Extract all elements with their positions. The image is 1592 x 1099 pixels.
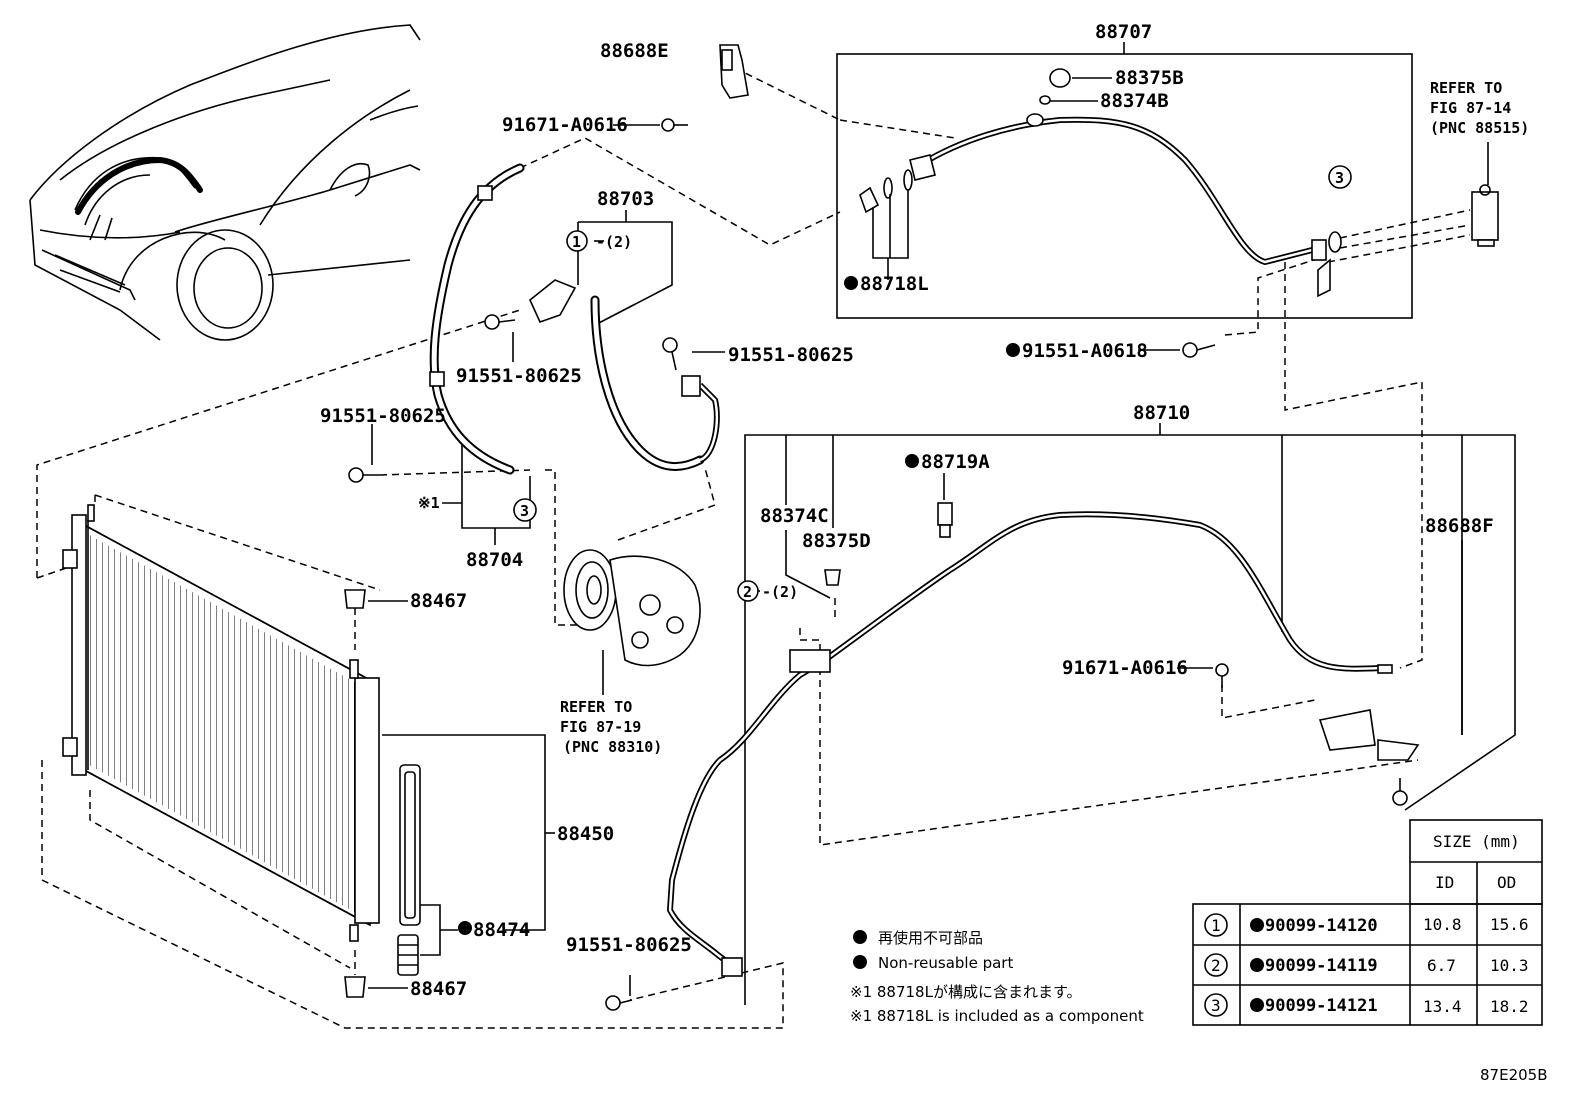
bolt-91551-a0618 [1182, 342, 1216, 358]
nonreusable-mark [905, 454, 919, 468]
ref-87-19-line2: FIG 87-19 [560, 718, 641, 736]
bolt-91551-c [348, 467, 380, 483]
legend: 再使用不可部品 Non-reusable part ※1 88718Lが構成に含… [850, 929, 1144, 1025]
label-88375D: 88375D [802, 530, 871, 552]
legend-jp-nonreusable: 再使用不可部品 [878, 929, 983, 947]
size-table-col-od: OD [1497, 873, 1516, 892]
ref-87-19-line1: REFER TO [560, 698, 632, 716]
label-91551-c: 91551-80625 [320, 405, 446, 427]
label-88703: 88703 [597, 188, 654, 210]
callout-2-qty: -(2) [762, 583, 798, 601]
suction-hose-88704 [429, 163, 525, 475]
size-table-od: 15.6 [1490, 915, 1529, 934]
size-table-id: 13.4 [1423, 997, 1462, 1016]
receiver-parts [344, 589, 421, 998]
size-table-title: SIZE (mm) [1433, 832, 1520, 851]
expansion-valve [1471, 184, 1499, 247]
legend-jp-component: ※1 88718Lが構成に含まれます。 [850, 983, 1081, 1001]
callout-3-top: 3 [1335, 169, 1344, 187]
size-table-key: 1 [1211, 916, 1221, 935]
size-table-part: 90099-14119 [1265, 956, 1378, 976]
size-table: SIZE (mm) ID OD 1 90099-14120 10.8 15.6 … [1192, 819, 1543, 1026]
label-88704: 88704 [466, 549, 523, 571]
ref-87-14-line2: FIG 87-14 [1430, 99, 1511, 117]
label-88374C: 88374C [760, 505, 829, 527]
dashed-reference-lines [36, 67, 1471, 1029]
label-88474: 88474 [473, 919, 530, 941]
callout-1-qty: -(2) [596, 233, 632, 251]
condenser-assembly [62, 504, 380, 942]
bolt-88710-bracket [1392, 778, 1408, 806]
ref-87-14-line3: (PNC 88515) [1430, 119, 1529, 137]
label-91671-top: 91671-A0616 [502, 114, 628, 136]
nonreusable-mark [1006, 343, 1020, 357]
discharge-hose-88703 [529, 279, 720, 472]
legend-en-nonreusable: Non-reusable part [878, 954, 1013, 972]
leader-lines [368, 42, 1516, 1005]
size-table-part: 90099-14121 [1265, 996, 1378, 1016]
size-table-key: 2 [1211, 956, 1221, 975]
nonreusable-mark [458, 921, 472, 935]
size-table-id: 6.7 [1427, 956, 1456, 975]
bolt-91551-d [605, 995, 633, 1011]
label-88710: 88710 [1133, 402, 1190, 424]
ref-87-14-line1: REFER TO [1430, 79, 1502, 97]
legend-en-component: ※1 88718L is included as a component [850, 1007, 1144, 1025]
label-88374B: 88374B [1100, 90, 1169, 112]
label-88467-bottom: 88467 [410, 978, 467, 1000]
nonreusable-mark [844, 276, 858, 290]
ref-87-19-line3: (PNC 88310) [563, 738, 662, 756]
label-88450: 88450 [557, 823, 614, 845]
size-table-part: 90099-14120 [1265, 916, 1378, 936]
bolt-91671-top [661, 118, 688, 132]
bolt-91551-a [484, 314, 516, 330]
label-91551-b: 91551-80625 [728, 344, 854, 366]
compressor-illustration [563, 549, 701, 667]
label-88467-top: 88467 [410, 590, 467, 612]
label-91551-a: 91551-80625 [456, 365, 582, 387]
label-91671-mid: 91671-A0616 [1062, 657, 1188, 679]
label-88688E: 88688E [600, 40, 669, 62]
callout-1: 1 [572, 233, 581, 251]
size-table-od: 10.3 [1490, 956, 1529, 975]
label-star1: ※1 [418, 494, 440, 512]
label-88375B: 88375B [1115, 67, 1184, 89]
size-table-id: 10.8 [1423, 915, 1462, 934]
label-88688F: 88688F [1425, 515, 1494, 537]
callout-2: 2 [743, 583, 752, 601]
size-table-key: 3 [1211, 996, 1221, 1015]
label-88719A: 88719A [921, 451, 990, 473]
label-91551-d: 91551-80625 [566, 934, 692, 956]
bracket-88688E [719, 44, 749, 99]
tube-88710 [667, 502, 1420, 977]
figure-id: 87E205B [1480, 1066, 1548, 1084]
bolt-91671-mid [1215, 663, 1229, 688]
tube-88707 [859, 68, 1342, 298]
label-91551-A0618: 91551-A0618 [1022, 340, 1148, 362]
label-88718L: 88718L [860, 273, 929, 295]
callout-3-bottom: 3 [520, 502, 529, 520]
vehicle-illustration [29, 24, 421, 341]
size-table-col-id: ID [1435, 873, 1454, 892]
bolts [348, 118, 1408, 1011]
bolt-91551-b [662, 337, 678, 371]
size-table-od: 18.2 [1490, 997, 1529, 1016]
label-88707: 88707 [1095, 21, 1152, 43]
part-labels: 88707 88688E 91671-A0616 88375B 88374B 8… [320, 21, 1529, 1000]
